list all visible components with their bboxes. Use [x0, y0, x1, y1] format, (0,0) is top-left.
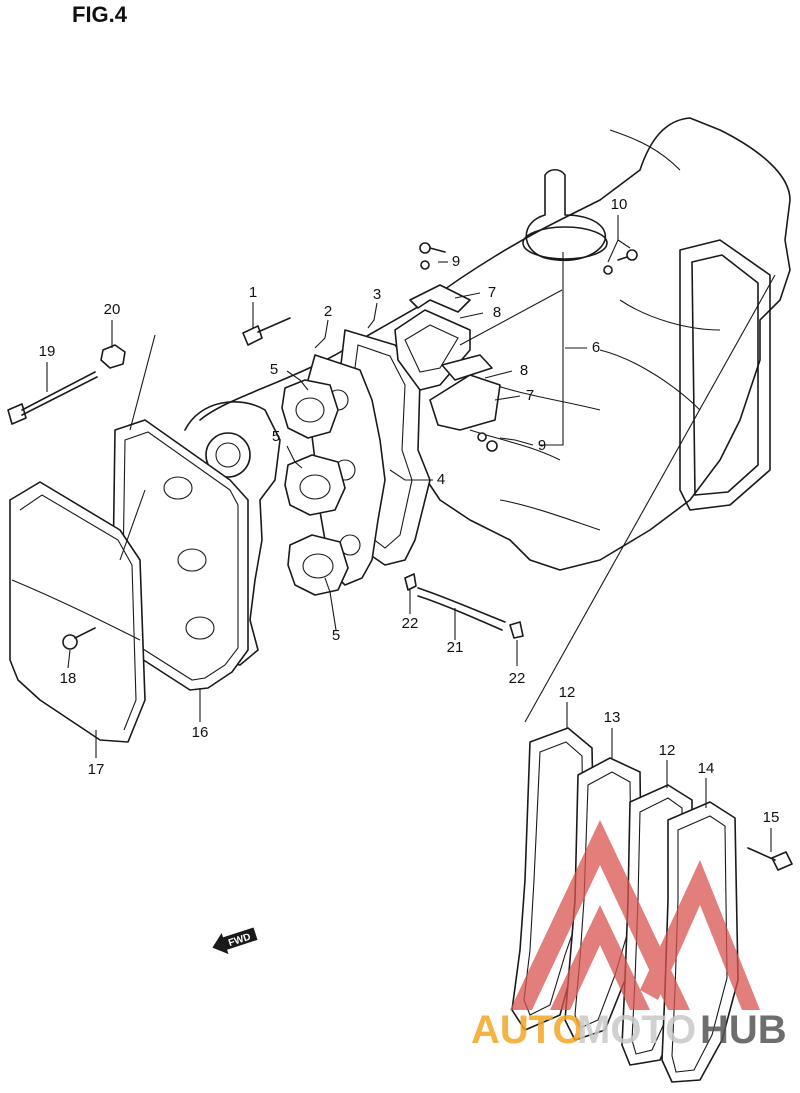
- watermark-text: AUTO MOTO HUB: [471, 1008, 787, 1052]
- watermark-part2: MOTO: [577, 1008, 696, 1052]
- cover-17: [9, 481, 146, 743]
- reference-lines: [119, 274, 776, 723]
- gasket-5-lower: [287, 534, 349, 596]
- callout-8b: 8: [520, 362, 528, 379]
- figure-title: FIG.4: [72, 2, 128, 27]
- callout-6: 6: [592, 339, 600, 356]
- callout-20: 20: [104, 301, 121, 318]
- reed-stopper-lower: [441, 354, 493, 381]
- callout-4: 4: [437, 471, 445, 488]
- engine-block: [184, 117, 791, 666]
- fwd-arrow-icon: FWD: [212, 927, 258, 955]
- callout-7a: 7: [488, 284, 496, 301]
- callout-9b: 9: [538, 437, 546, 454]
- callout-1: 1: [249, 284, 257, 301]
- callout-12a: 12: [559, 684, 576, 701]
- callout-16: 16: [192, 724, 209, 741]
- bolt-19: [7, 371, 98, 425]
- callout-3: 3: [373, 286, 381, 303]
- callout-17: 17: [88, 761, 105, 778]
- watermark-part1: AUTO: [471, 1008, 584, 1052]
- nut-20: [100, 344, 126, 369]
- callout-18: 18: [60, 670, 77, 687]
- callout-8a: 8: [493, 304, 501, 321]
- callout-14: 14: [698, 760, 715, 777]
- callout-labels: 1 2 3 4 5 5 5 6 7 7 8 8 9 9 10 12 12 13 …: [39, 196, 780, 826]
- callout-21: 21: [447, 639, 464, 656]
- callout-15: 15: [763, 809, 780, 826]
- callout-5b: 5: [272, 428, 280, 445]
- callout-13: 13: [604, 709, 621, 726]
- clamp-22: [404, 573, 524, 639]
- gasket-5-upper: [281, 379, 339, 439]
- callout-7b: 7: [526, 387, 534, 404]
- leaders: [46, 215, 772, 852]
- callout-9a: 9: [452, 253, 460, 270]
- screw-9-lower: [477, 432, 498, 452]
- callout-5a: 5: [270, 361, 278, 378]
- screw-10: [603, 249, 638, 275]
- screw-9-upper: [419, 242, 446, 270]
- bolt-18: [62, 627, 96, 650]
- callout-5c: 5: [332, 627, 340, 644]
- bolt-1: [242, 317, 291, 346]
- watermark-part3: HUB: [700, 1008, 787, 1052]
- callout-2: 2: [324, 303, 332, 320]
- callout-22b: 22: [509, 670, 526, 687]
- reed-stopper-upper: [409, 284, 471, 313]
- gasket-5-middle: [284, 454, 346, 516]
- fwd-label: FWD: [227, 932, 252, 950]
- callout-10: 10: [611, 196, 628, 213]
- bolt-15: [747, 847, 793, 871]
- hose-21: [417, 587, 506, 631]
- callout-19: 19: [39, 343, 56, 360]
- callout-12b: 12: [659, 742, 676, 759]
- callout-22a: 22: [402, 615, 419, 632]
- watermark-logo-icon: [510, 820, 760, 1010]
